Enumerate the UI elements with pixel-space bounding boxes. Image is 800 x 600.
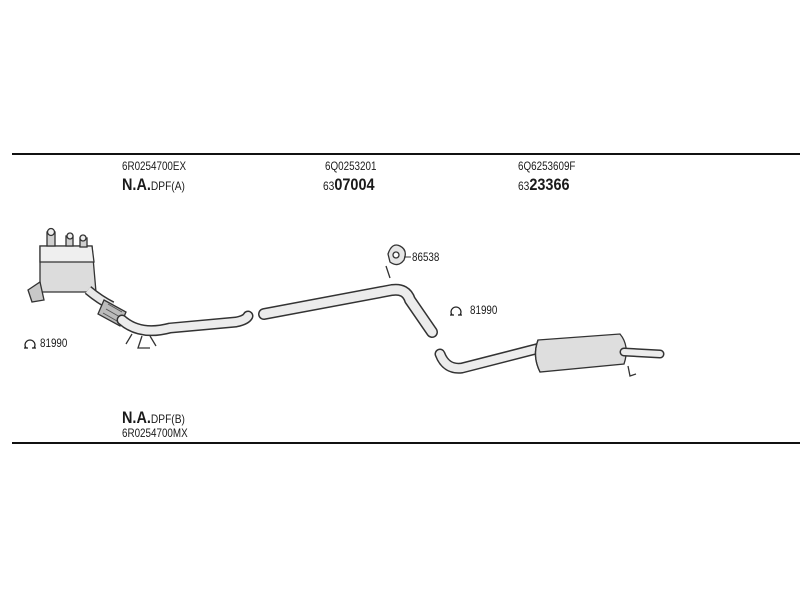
number-bold: 07004 bbox=[334, 175, 375, 194]
clamp-middle-icon bbox=[450, 306, 462, 316]
part-number-rear-silencer: 6323366 bbox=[518, 176, 570, 193]
part-code-rear-silencer: 6Q6253609F bbox=[518, 159, 576, 173]
part-number-middle-pipe: 6307004 bbox=[323, 176, 375, 193]
bottom-rule bbox=[12, 442, 800, 444]
middle-pipe-icon bbox=[258, 265, 438, 338]
number-prefix: 63 bbox=[518, 179, 530, 193]
clamp-middle-callout-label: 81990 bbox=[470, 303, 498, 317]
part-code-dpf-b: 6R0254700MX bbox=[122, 426, 188, 440]
part-code-middle-pipe: 6Q0253201 bbox=[325, 159, 377, 173]
part-code-dpf-a: 6R0254700EX bbox=[122, 159, 187, 173]
clamp-left-callout-label: 81990 bbox=[40, 336, 68, 350]
number-bold: 23366 bbox=[529, 175, 570, 194]
top-rule bbox=[12, 153, 800, 155]
front-pipe-icon bbox=[116, 310, 254, 349]
part-designation-dpf-a: N.A.DPF(A) bbox=[122, 176, 185, 193]
clamp-left-icon bbox=[24, 339, 36, 349]
rear-silencer-icon bbox=[434, 333, 665, 377]
designation-bold: N.A. bbox=[122, 175, 151, 194]
gasket-callout-label: 86538 bbox=[412, 250, 440, 264]
dpf-unit-icon bbox=[27, 227, 127, 327]
designation-bold: N.A. bbox=[122, 408, 151, 427]
designation-suffix: DPF(A) bbox=[150, 179, 185, 193]
part-designation-dpf-b: N.A.DPF(B) bbox=[122, 409, 185, 426]
number-prefix: 63 bbox=[323, 179, 335, 193]
designation-suffix: DPF(B) bbox=[150, 412, 185, 426]
gasket-icon bbox=[387, 244, 411, 266]
